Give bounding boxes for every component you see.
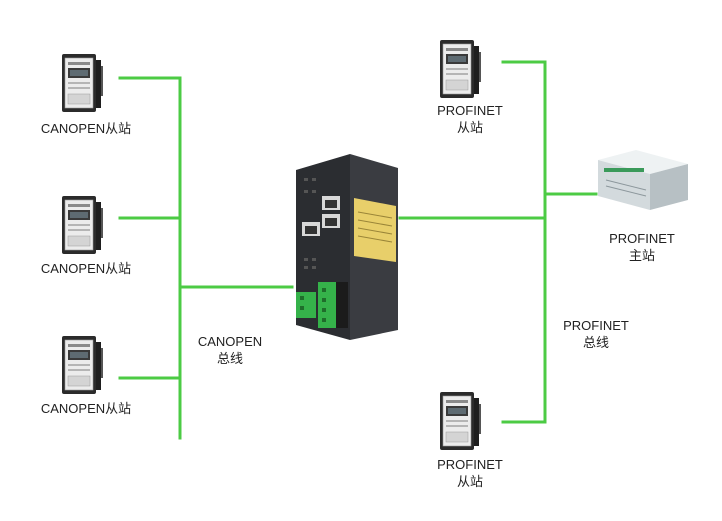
profinet-bus-label: PROFINET 总线	[563, 318, 629, 350]
canopen-slave-2-icon	[61, 195, 104, 255]
canopen-slave-3-icon	[61, 335, 104, 395]
gateway-device-icon	[296, 154, 398, 340]
profinet-slave-bottom-label: PROFINET 从站	[437, 457, 503, 489]
bus-lines	[118, 60, 598, 440]
canopen-bus-label: CANOPEN 总线	[197, 334, 263, 366]
profinet-slave-bottom-icon	[439, 391, 482, 451]
plc-icon	[598, 150, 688, 210]
canopen-slave-1-icon	[61, 53, 104, 113]
profinet-master-label: PROFINET 主站	[609, 231, 675, 263]
canopen-slave-1-label: CANOPEN从站	[40, 121, 132, 136]
profinet-slave-top-label: PROFINET 从站	[437, 103, 503, 135]
canopen-slave-2-label: CANOPEN从站	[40, 261, 132, 276]
profinet-slave-top-icon	[439, 39, 482, 99]
canopen-slave-3-label: CANOPEN从站	[40, 401, 132, 416]
